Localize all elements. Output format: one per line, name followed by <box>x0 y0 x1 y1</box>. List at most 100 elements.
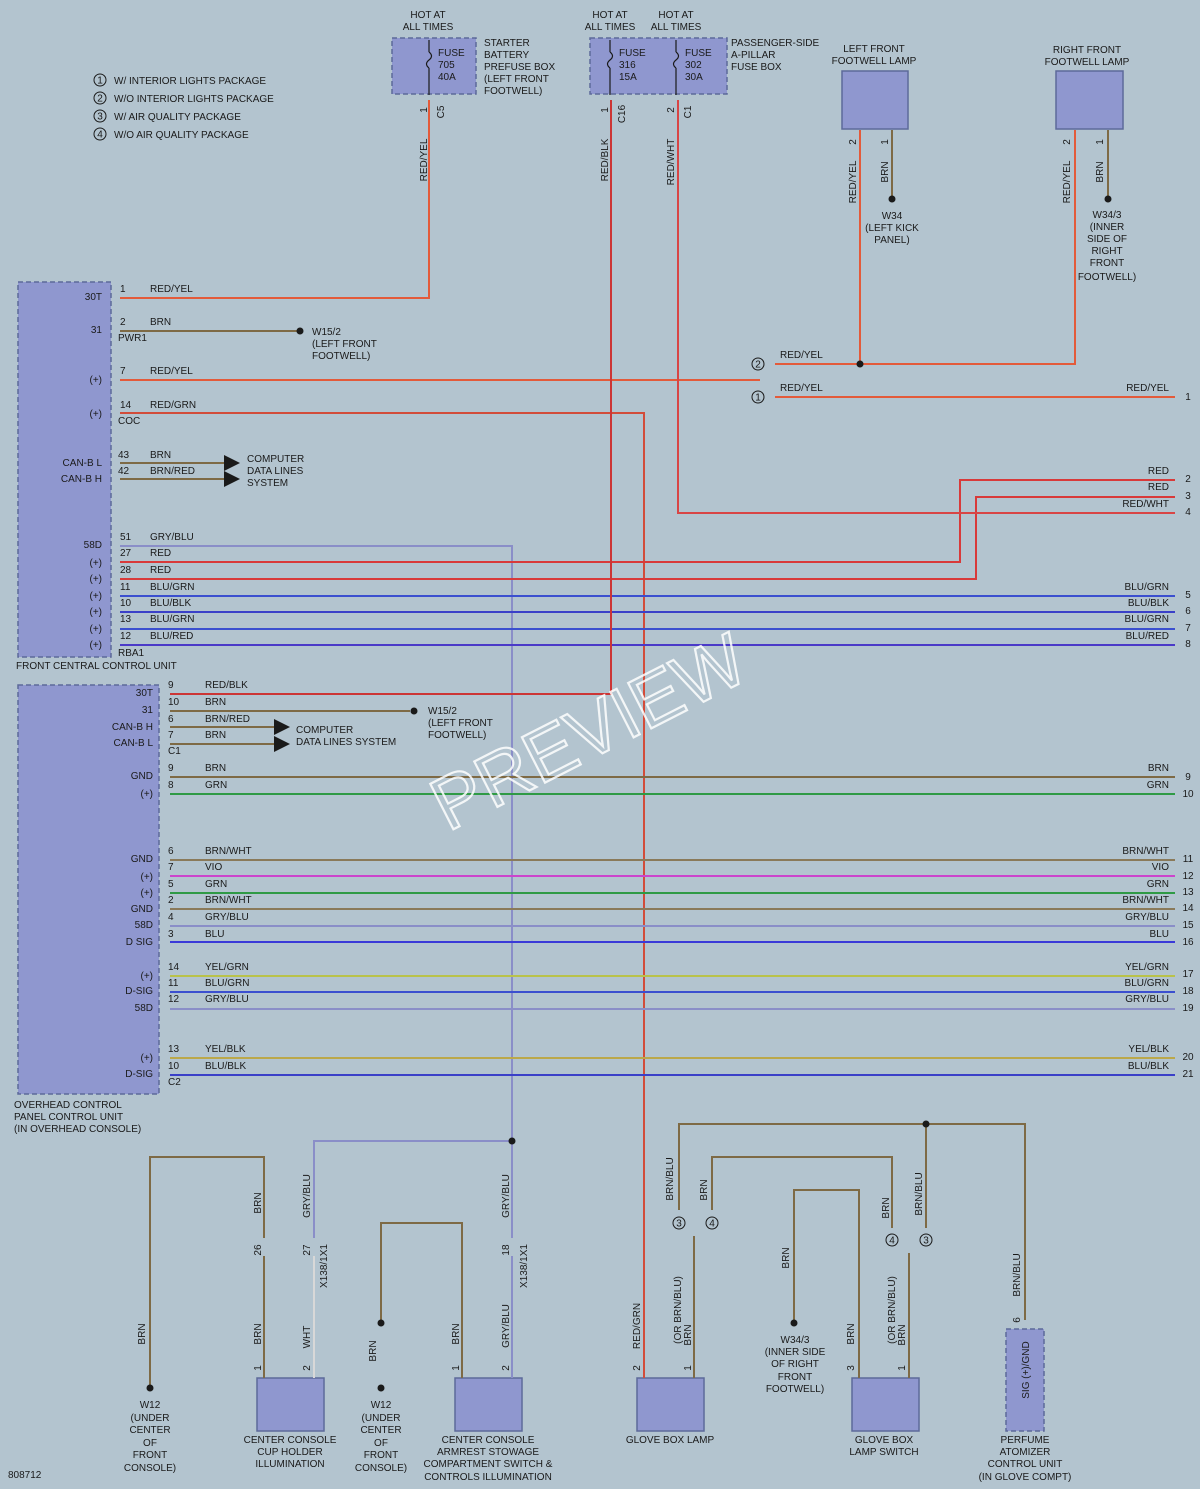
option-marker-number: 4 <box>889 1236 895 1247</box>
diagram-label: FUSE <box>438 48 465 59</box>
diagram-label: PANEL) <box>874 235 909 246</box>
vertical-label: BRN <box>137 1323 148 1344</box>
diagram-label: FRONT CENTRAL CONTROL UNIT <box>16 661 177 672</box>
diagram-label: BLU/BLK <box>1128 1061 1169 1072</box>
diagram-label: GRY/BLU <box>205 912 249 923</box>
diagram-label: FUSE <box>619 48 646 59</box>
vertical-label: GRY/BLU <box>501 1304 512 1348</box>
diagram-label: CAN-B L <box>114 738 154 749</box>
diagram-label: FRONT <box>778 1372 812 1383</box>
diagram-label: 7 <box>168 730 174 741</box>
diagram-label: GRY/BLU <box>1125 912 1169 923</box>
vertical-label: RED/BLK <box>600 138 611 181</box>
vertical-label: BRN/BLU <box>665 1157 676 1200</box>
wire-red-grn-14 <box>120 412 645 1378</box>
diagram-label: (INNER SIDE <box>765 1347 826 1358</box>
passenger-a-pillar-fuse-box <box>589 37 728 95</box>
diagram-label: CENTER <box>129 1425 170 1436</box>
splice-dot <box>922 1120 930 1128</box>
diagram-label: 6 <box>168 846 174 857</box>
legend-number: 3 <box>97 112 103 123</box>
ground-point <box>790 1319 798 1327</box>
vertical-label: BRN/BLU <box>1012 1253 1023 1296</box>
diagram-label: 58D <box>135 920 153 931</box>
diagram-label: BRN <box>205 697 226 708</box>
diagram-label: BRN/WHT <box>205 895 252 906</box>
diagram-label: 6 <box>1185 606 1191 617</box>
diagram-label: 3 <box>1185 491 1191 502</box>
diagram-label: (UNDER <box>362 1413 401 1424</box>
right-front-footwell-lamp <box>1055 70 1124 130</box>
ground-point <box>410 707 418 715</box>
diagram-label: LEFT FRONT <box>843 44 904 55</box>
vertical-label: BRN <box>1095 161 1106 182</box>
ground-point <box>377 1384 385 1392</box>
diagram-label: 13 <box>168 1044 180 1055</box>
diagram-label: A-PILLAR <box>731 50 775 61</box>
diagram-label: BRN/RED <box>205 714 250 725</box>
wire-red-28 <box>120 496 1175 580</box>
diagram-label: PASSENGER-SIDE <box>731 38 819 49</box>
diagram-label: CONTROLS ILLUMINATION <box>424 1472 552 1483</box>
diagram-label: 9 <box>1185 772 1191 783</box>
diagram-label: RED <box>1148 466 1169 477</box>
diagram-label: CAN-B H <box>112 722 153 733</box>
diagram-label: C2 <box>168 1077 181 1088</box>
diagram-label: 1 <box>120 284 126 295</box>
front-central-control-unit <box>17 281 112 658</box>
diagram-label: 28 <box>120 565 132 576</box>
vertical-label: WHT <box>302 1326 313 1349</box>
vertical-label: 1 <box>1095 139 1106 145</box>
diagram-label: CENTER <box>360 1425 401 1436</box>
legend-number: 4 <box>97 130 103 141</box>
vertical-label: 2 <box>632 1365 643 1371</box>
diagram-label: GRY/BLU <box>205 994 249 1005</box>
diagram-label: 42 <box>118 466 130 477</box>
diagram-label: ARMREST STOWAGE <box>437 1447 539 1458</box>
diagram-label: OF RIGHT <box>771 1359 819 1370</box>
diagram-label: BLU/GRN <box>1125 978 1169 989</box>
diagram-label: 6 <box>168 714 174 725</box>
wire-brn-w12-armrest <box>380 1222 463 1378</box>
diagram-label: (+) <box>141 872 154 883</box>
diagram-label: W15/2 <box>312 327 341 338</box>
diagram-label: PREFUSE BOX <box>484 62 555 73</box>
diagram-label: 12 <box>120 631 132 642</box>
diagram-label: 2 <box>168 895 174 906</box>
diagram-label: 18 <box>1182 986 1194 997</box>
legend-marker <box>93 91 107 105</box>
glove-box-lamp <box>636 1377 705 1432</box>
legend-text: W/O AIR QUALITY PACKAGE <box>114 130 249 141</box>
ground-point <box>888 195 896 203</box>
ground-point <box>296 327 304 335</box>
diagram-label: CONTROL UNIT <box>988 1459 1063 1470</box>
diagram-label: D-SIG <box>125 1069 153 1080</box>
vertical-label: X138/1X1 <box>519 1244 530 1288</box>
legend-text: W/ INTERIOR LIGHTS PACKAGE <box>114 76 266 87</box>
diagram-label: YEL/BLK <box>205 1044 246 1055</box>
diagram-label: (IN OVERHEAD CONSOLE) <box>14 1124 141 1135</box>
diagram-label: YEL/BLK <box>1128 1044 1169 1055</box>
option-marker-number: 2 <box>755 360 761 371</box>
diagram-label: GRY/BLU <box>1125 994 1169 1005</box>
diagram-label: 7 <box>168 862 174 873</box>
diagram-label: BLU/GRN <box>150 582 194 593</box>
diagram-label: (UNDER <box>131 1413 170 1424</box>
vertical-label: 1 <box>897 1365 908 1371</box>
diagram-label: GLOVE BOX <box>855 1435 914 1446</box>
diagram-label: BRN <box>205 730 226 741</box>
vertical-label: 2 <box>848 139 859 145</box>
option-marker <box>751 390 765 404</box>
diagram-label: BLU/BLK <box>1128 598 1169 609</box>
diagram-label: COMPUTER <box>296 725 353 736</box>
diagram-label: 16 <box>1182 937 1194 948</box>
diagram-label: BRN <box>150 317 171 328</box>
diagram-label: COC <box>118 416 140 427</box>
diagram-label: 21 <box>1182 1069 1194 1080</box>
diagram-label: 3 <box>168 929 174 940</box>
diagram-label: FOOTWELL) <box>766 1384 824 1395</box>
vertical-label: C1 <box>683 105 694 118</box>
vertical-label: BRN <box>699 1179 710 1200</box>
diagram-label: HOT AT <box>592 10 627 21</box>
diagram-label: (+) <box>141 1053 154 1064</box>
